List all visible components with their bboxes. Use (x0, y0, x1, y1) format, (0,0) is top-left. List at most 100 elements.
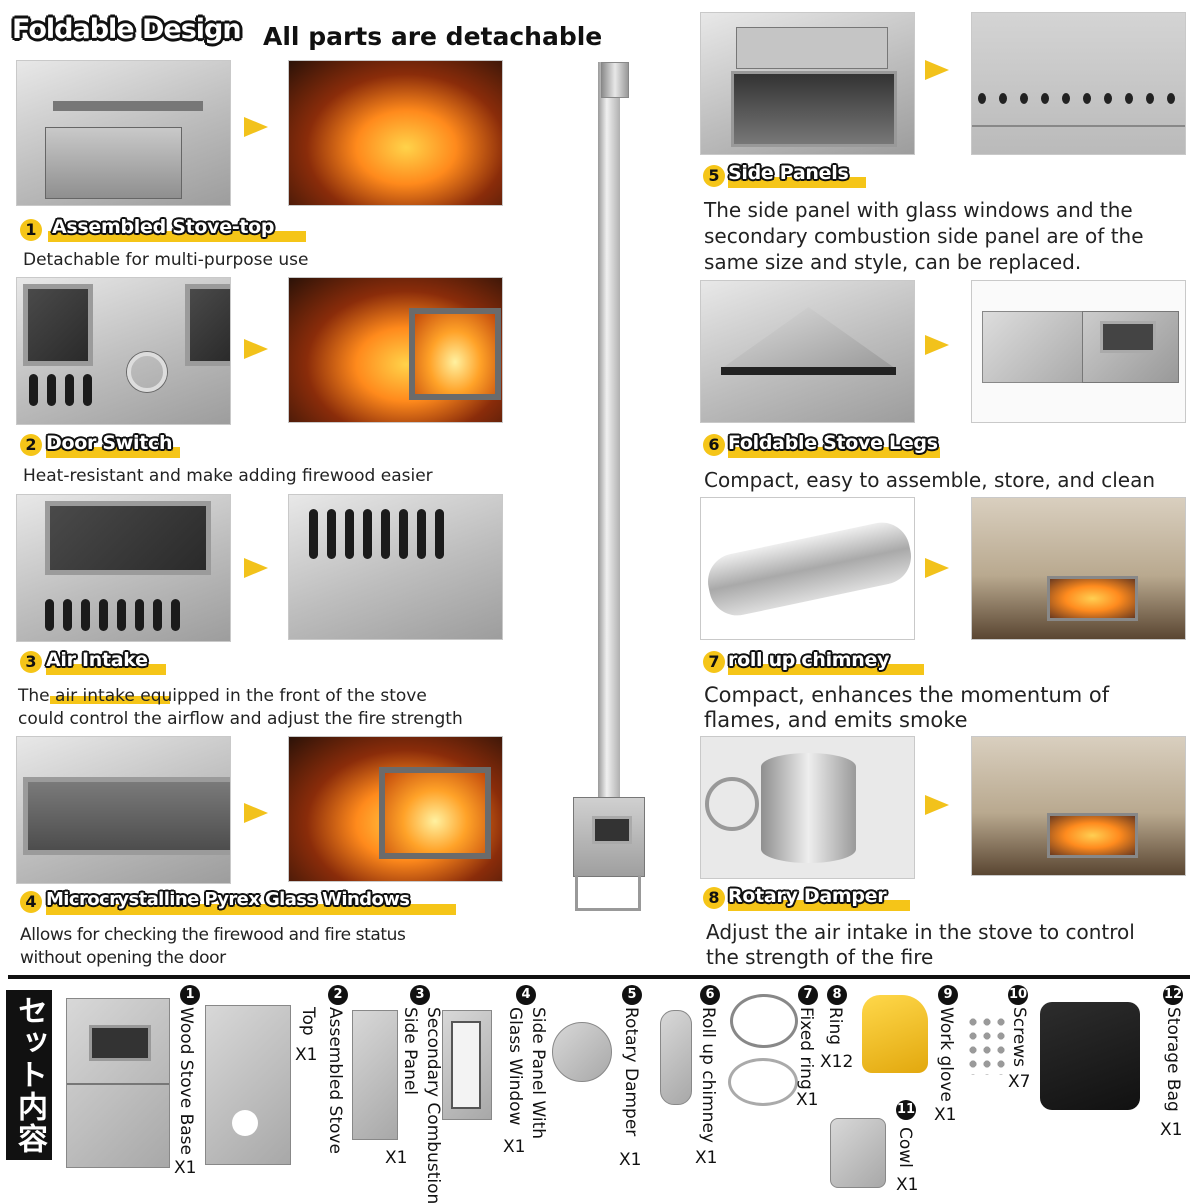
item-name-screws: Screws (1009, 1007, 1029, 1067)
feature-desc-stove-top: Detachable for multi-purpose use (23, 250, 309, 270)
item-name-chimney: Roll up chimney (698, 1007, 718, 1143)
side-panel-photo (700, 12, 915, 155)
item-number: 12 (1163, 985, 1183, 1005)
feature-desc-glass-2: without opening the door (20, 948, 226, 968)
item-name-storage-bag: Storage Bag (1163, 1007, 1183, 1112)
feature-number-badge: 6 (703, 434, 725, 456)
item-qty-glove: X1 (934, 1105, 957, 1125)
item-number: 10 (1008, 985, 1028, 1005)
item-number: 9 (938, 985, 958, 1005)
item-name-ring: Ring (825, 1007, 845, 1046)
fixed-ring-image (730, 994, 798, 1048)
feature-desc-chimney-1: Compact, enhances the momentum of (704, 683, 1110, 707)
rotary-damper-photo (700, 736, 915, 879)
ring-image (728, 1058, 798, 1106)
wood-stove-base-image (66, 998, 170, 1168)
item-number: 1 (180, 985, 200, 1005)
secondary-side-panel-image (352, 1010, 398, 1140)
item-number: 8 (827, 985, 847, 1005)
arrow-right-icon (925, 558, 949, 578)
item-qty-storage-bag: X1 (1160, 1120, 1183, 1140)
glass-side-panel-image (442, 1010, 492, 1120)
side-panel-closeup-photo (971, 12, 1186, 155)
item-name-glass-1: Side Panel With (528, 1007, 548, 1140)
feature-desc-damper-2: the strength of the fire (706, 945, 934, 969)
feature-title-glass-windows: Microcrystalline Pyrex Glass Windows (46, 889, 410, 910)
door-switch-photo (16, 277, 231, 425)
feature-desc-side-panels-2: secondary combustion side panel are of t… (704, 224, 1144, 248)
feature-desc-side-panels-3: same size and style, can be replaced. (704, 250, 1082, 274)
feature-title-side-panels: Side Panels (728, 162, 849, 184)
arrow-right-icon (244, 803, 268, 823)
item-name-damper: Rotary Damper (621, 1007, 641, 1137)
cowl-image (830, 1118, 886, 1188)
stove-body (573, 797, 645, 877)
item-name-cowl: Cowl (895, 1127, 915, 1168)
arrow-right-icon (244, 339, 268, 359)
screws-image (966, 1015, 1010, 1075)
item-number: 2 (328, 985, 348, 1005)
arrow-right-icon (244, 117, 268, 137)
item-qty-chimney: X1 (695, 1148, 718, 1168)
glass-window-photo (16, 736, 231, 884)
arrow-right-icon (925, 795, 949, 815)
chimney-cap (601, 62, 629, 98)
rolled-chimney-photo (700, 497, 915, 640)
arrow-right-icon (925, 335, 949, 355)
feature-number-badge: 3 (20, 651, 42, 673)
feature-desc-damper-1: Adjust the air intake in the stove to co… (706, 920, 1135, 944)
rotary-damper-image (552, 1022, 612, 1082)
item-name-fixed-ring: Fixed ring (796, 1007, 816, 1090)
stove-top-lift-photo (16, 60, 231, 206)
feature-title-assembled-stove-top: Assembled Stove-top (52, 216, 275, 238)
feature-title-rotary-damper: Rotary Damper (728, 885, 887, 907)
air-intake-photo (16, 494, 231, 642)
item-name-glove: Work glove (936, 1007, 956, 1102)
feature-number-badge: 1 (20, 219, 42, 241)
item-name-stove-top-2: Top (298, 1007, 318, 1036)
work-glove-image (862, 995, 928, 1073)
adding-firewood-photo (288, 277, 503, 423)
section-divider (8, 975, 1190, 979)
feature-desc-glass-1: Allows for checking the firewood and fir… (20, 925, 406, 945)
feature-desc-side-panels-1: The side panel with glass windows and th… (704, 198, 1133, 222)
item-number: 6 (700, 985, 720, 1005)
item-number: 4 (516, 985, 536, 1005)
feature-number-badge: 4 (20, 891, 42, 913)
item-qty-fixed-ring: X1 (796, 1090, 819, 1110)
item-number: 5 (622, 985, 642, 1005)
roll-up-chimney-image (660, 1010, 692, 1105)
item-qty-secondary: X1 (385, 1148, 408, 1168)
feature-number-badge: 7 (703, 651, 725, 673)
feature-title-foldable-legs: Foldable Stove Legs (728, 432, 938, 454)
glass-window-fire-photo (288, 736, 503, 882)
stove-legs (575, 875, 641, 911)
item-name-glass-2: Glass Window (505, 1007, 525, 1126)
item-name-secondary-2: Side Panel (400, 1007, 420, 1096)
item-number: 3 (410, 985, 430, 1005)
chimney-pipe (598, 62, 620, 802)
tent-stove-photo (971, 497, 1186, 640)
feature-desc-door-switch: Heat-resistant and make adding firewood … (23, 466, 433, 486)
item-number: 11 (896, 1100, 916, 1120)
feature-number-badge: 2 (20, 434, 42, 456)
stove-fire-photo (288, 60, 503, 206)
item-number: 7 (798, 985, 818, 1005)
item-qty-stove-top: X1 (295, 1045, 318, 1065)
storage-bag-image (1040, 1002, 1140, 1110)
folded-stove-photo (971, 280, 1186, 423)
item-qty-damper: X1 (619, 1150, 642, 1170)
feature-title-roll-up-chimney: roll up chimney (728, 649, 890, 671)
feature-number-badge: 5 (703, 165, 725, 187)
air-intake-closeup-photo (288, 494, 503, 640)
feature-title-air-intake: Air Intake (46, 649, 148, 671)
arrow-right-icon (925, 60, 949, 80)
item-name-stove-top-1: Assembled Stove (325, 1007, 345, 1154)
feature-title-door-switch: Door Switch (46, 432, 173, 454)
feature-desc-air-intake-2: could control the airflow and adjust the… (18, 709, 463, 729)
foldable-design-title: Foldable Design (12, 14, 242, 45)
arrow-right-icon (244, 558, 268, 578)
package-label: セット内容 (6, 990, 52, 1160)
item-qty-cowl: X1 (896, 1175, 919, 1195)
item-qty-stove-base: X1 (174, 1158, 197, 1178)
